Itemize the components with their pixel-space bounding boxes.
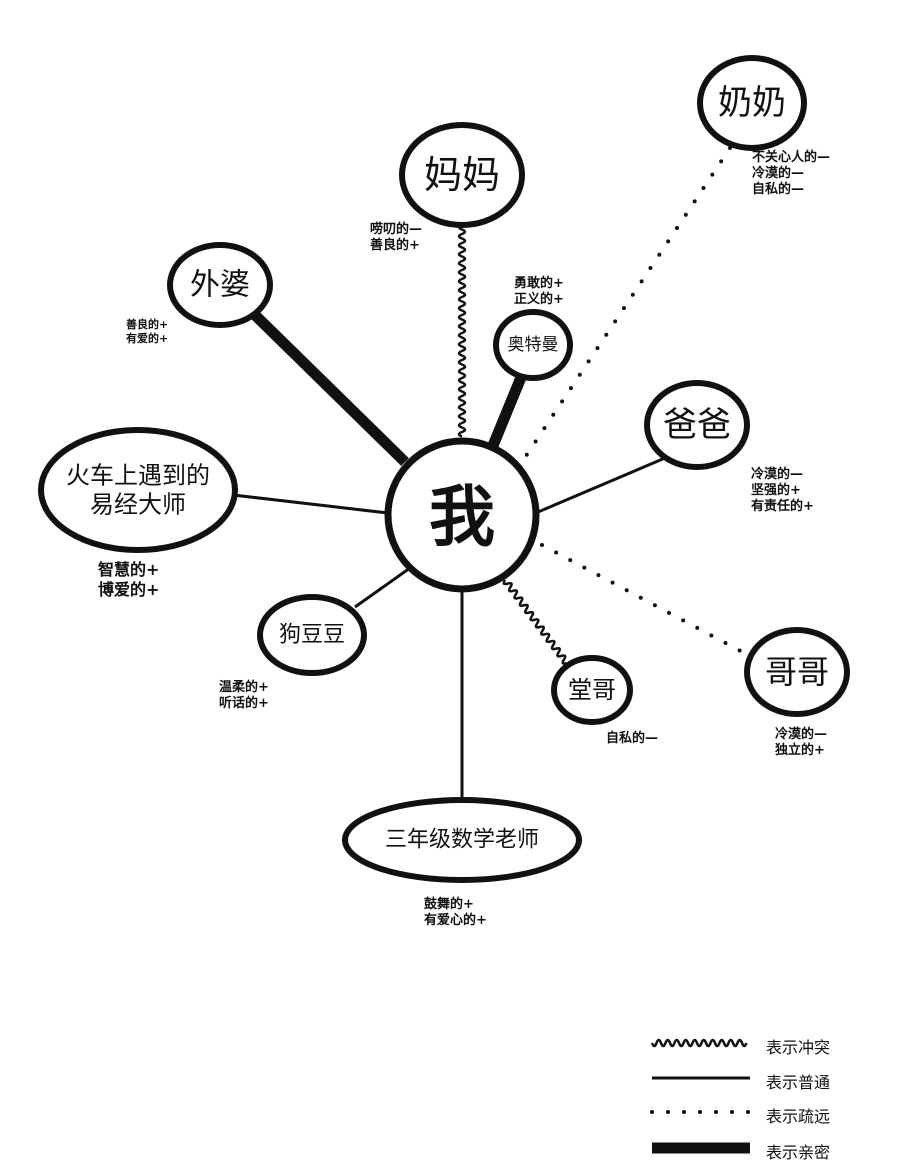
node-ellipse [399, 122, 525, 228]
traits-dashi: 智慧的+博爱的+ [98, 560, 160, 599]
node-label: 妈妈 [424, 153, 500, 197]
node-label: 奥特曼 [508, 335, 559, 355]
node-label: 爸爸 [663, 405, 731, 445]
traits-nainai: 不关心人的—冷漠的—自私的— [752, 150, 831, 197]
node-aoteman: 奥特曼 [493, 309, 573, 381]
edge-baba [537, 456, 666, 514]
traits-tangge: 自私的— [606, 731, 659, 746]
node-label: 奶奶 [718, 83, 786, 123]
legend-conflict-label: 表示冲突 [766, 1038, 831, 1057]
node-label: 火车上遇到的 [66, 462, 210, 490]
edge-waipo [251, 311, 409, 466]
edge-mama [457, 223, 467, 438]
node-ellipse [493, 309, 573, 381]
node-laoshi: 三年级数学老师 [342, 797, 582, 883]
traits-waipo: 善良的+有爱的+ [126, 318, 169, 345]
traits-laoshi: 鼓舞的+有爱心的+ [424, 897, 487, 928]
node-label: 堂哥 [568, 676, 616, 704]
node-ellipse [697, 55, 807, 151]
edge-aoteman [486, 372, 528, 451]
node-waipo: 外婆 [167, 242, 273, 328]
node-me: 我 [384, 437, 540, 593]
node-ellipse [644, 380, 750, 470]
node-ellipse [257, 594, 367, 676]
traits-baba: 冷漠的—坚强的+有责任的+ [751, 467, 814, 514]
node-ellipse [551, 655, 633, 725]
node-ellipse [167, 242, 273, 328]
node-ellipse [744, 627, 850, 717]
legend-normal-label: 表示普通 [766, 1073, 831, 1092]
traits-aoteman: 勇敢的+正义的+ [514, 276, 564, 307]
legend-distant-label: 表示疏远 [766, 1107, 831, 1126]
node-ellipse [38, 427, 238, 553]
node-label: 狗豆豆 [279, 623, 345, 648]
edge-gege [540, 543, 750, 657]
node-baba: 爸爸 [644, 380, 750, 470]
center-label: 我 [429, 479, 495, 556]
node-label: 三年级数学老师 [385, 828, 539, 853]
legend-conflict-line [650, 1038, 748, 1048]
center-circle [384, 437, 540, 593]
traits-mama: 唠叨的—善良的+ [370, 222, 423, 253]
node-mama: 妈妈 [399, 122, 525, 228]
node-ellipse [342, 797, 582, 883]
node-label: 哥哥 [765, 653, 829, 691]
node-nainai: 奶奶 [697, 55, 807, 151]
edge-tangge [502, 579, 567, 665]
edge-dashi [232, 493, 389, 515]
node-gege: 哥哥 [744, 627, 850, 717]
legend-close-label: 表示亲密 [766, 1143, 831, 1162]
traits-goudoudou: 温柔的+听话的+ [219, 680, 269, 711]
edge-nainai [518, 146, 732, 467]
node-tangge: 堂哥 [551, 655, 633, 725]
node-label: 易经大师 [90, 490, 186, 518]
node-label: 外婆 [190, 268, 250, 303]
node-goudoudou: 狗豆豆 [257, 594, 367, 676]
edge-goudoudou [354, 566, 411, 609]
traits-gege: 冷漠的—独立的+ [775, 727, 828, 758]
